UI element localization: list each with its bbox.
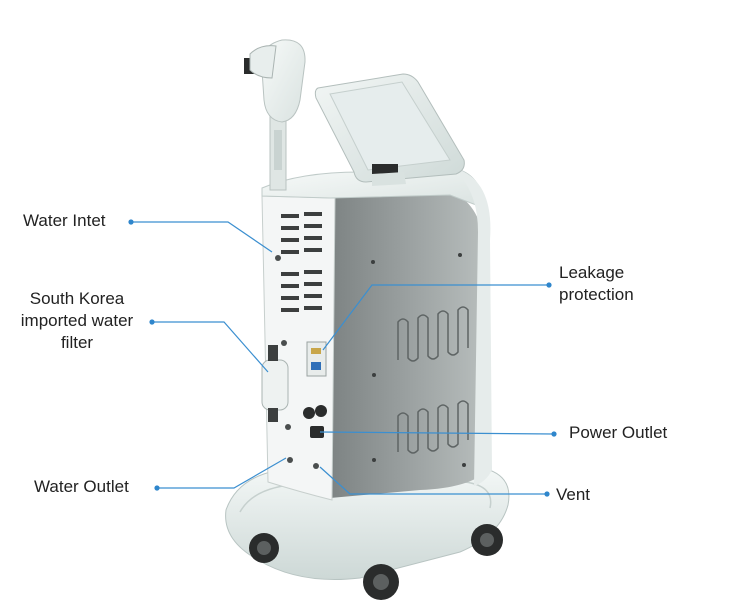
side-screws [371, 253, 466, 467]
label-vent: Vent [556, 485, 591, 504]
leader-dots [128, 219, 557, 497]
label-water-filter-line2: imported water [20, 311, 134, 330]
leakage-switch [306, 341, 327, 377]
leader-filter [152, 321, 269, 373]
side-grille [397, 306, 469, 454]
leader-lines [131, 221, 555, 495]
label-water-filter: South Korea imported water filter [10, 288, 144, 354]
label-water-filter-line1: South Korea [29, 289, 125, 308]
handpiece-holder [244, 39, 306, 191]
label-leakage-line1: Leakage [559, 263, 625, 282]
leader-water-outlet [157, 457, 287, 489]
label-water-outlet: Water Outlet [34, 477, 129, 496]
label-water-filter-line3: filter [60, 333, 94, 352]
label-leakage-line2: protection [559, 285, 634, 304]
label-leakage-protection: Leakage protection [559, 262, 634, 306]
label-power-outlet: Power Outlet [569, 423, 668, 442]
touch-screen [314, 73, 465, 186]
leader-water-inlet [131, 221, 273, 253]
back-fittings [275, 255, 319, 469]
back-vent-slots [281, 212, 322, 312]
leader-power [319, 431, 555, 435]
water-filter [261, 345, 289, 422]
leader-leakage [322, 284, 549, 351]
power-sockets [303, 405, 327, 438]
leader-vent [319, 466, 547, 495]
wheels [249, 524, 503, 600]
label-water-inlet: Water Intet [23, 211, 106, 230]
